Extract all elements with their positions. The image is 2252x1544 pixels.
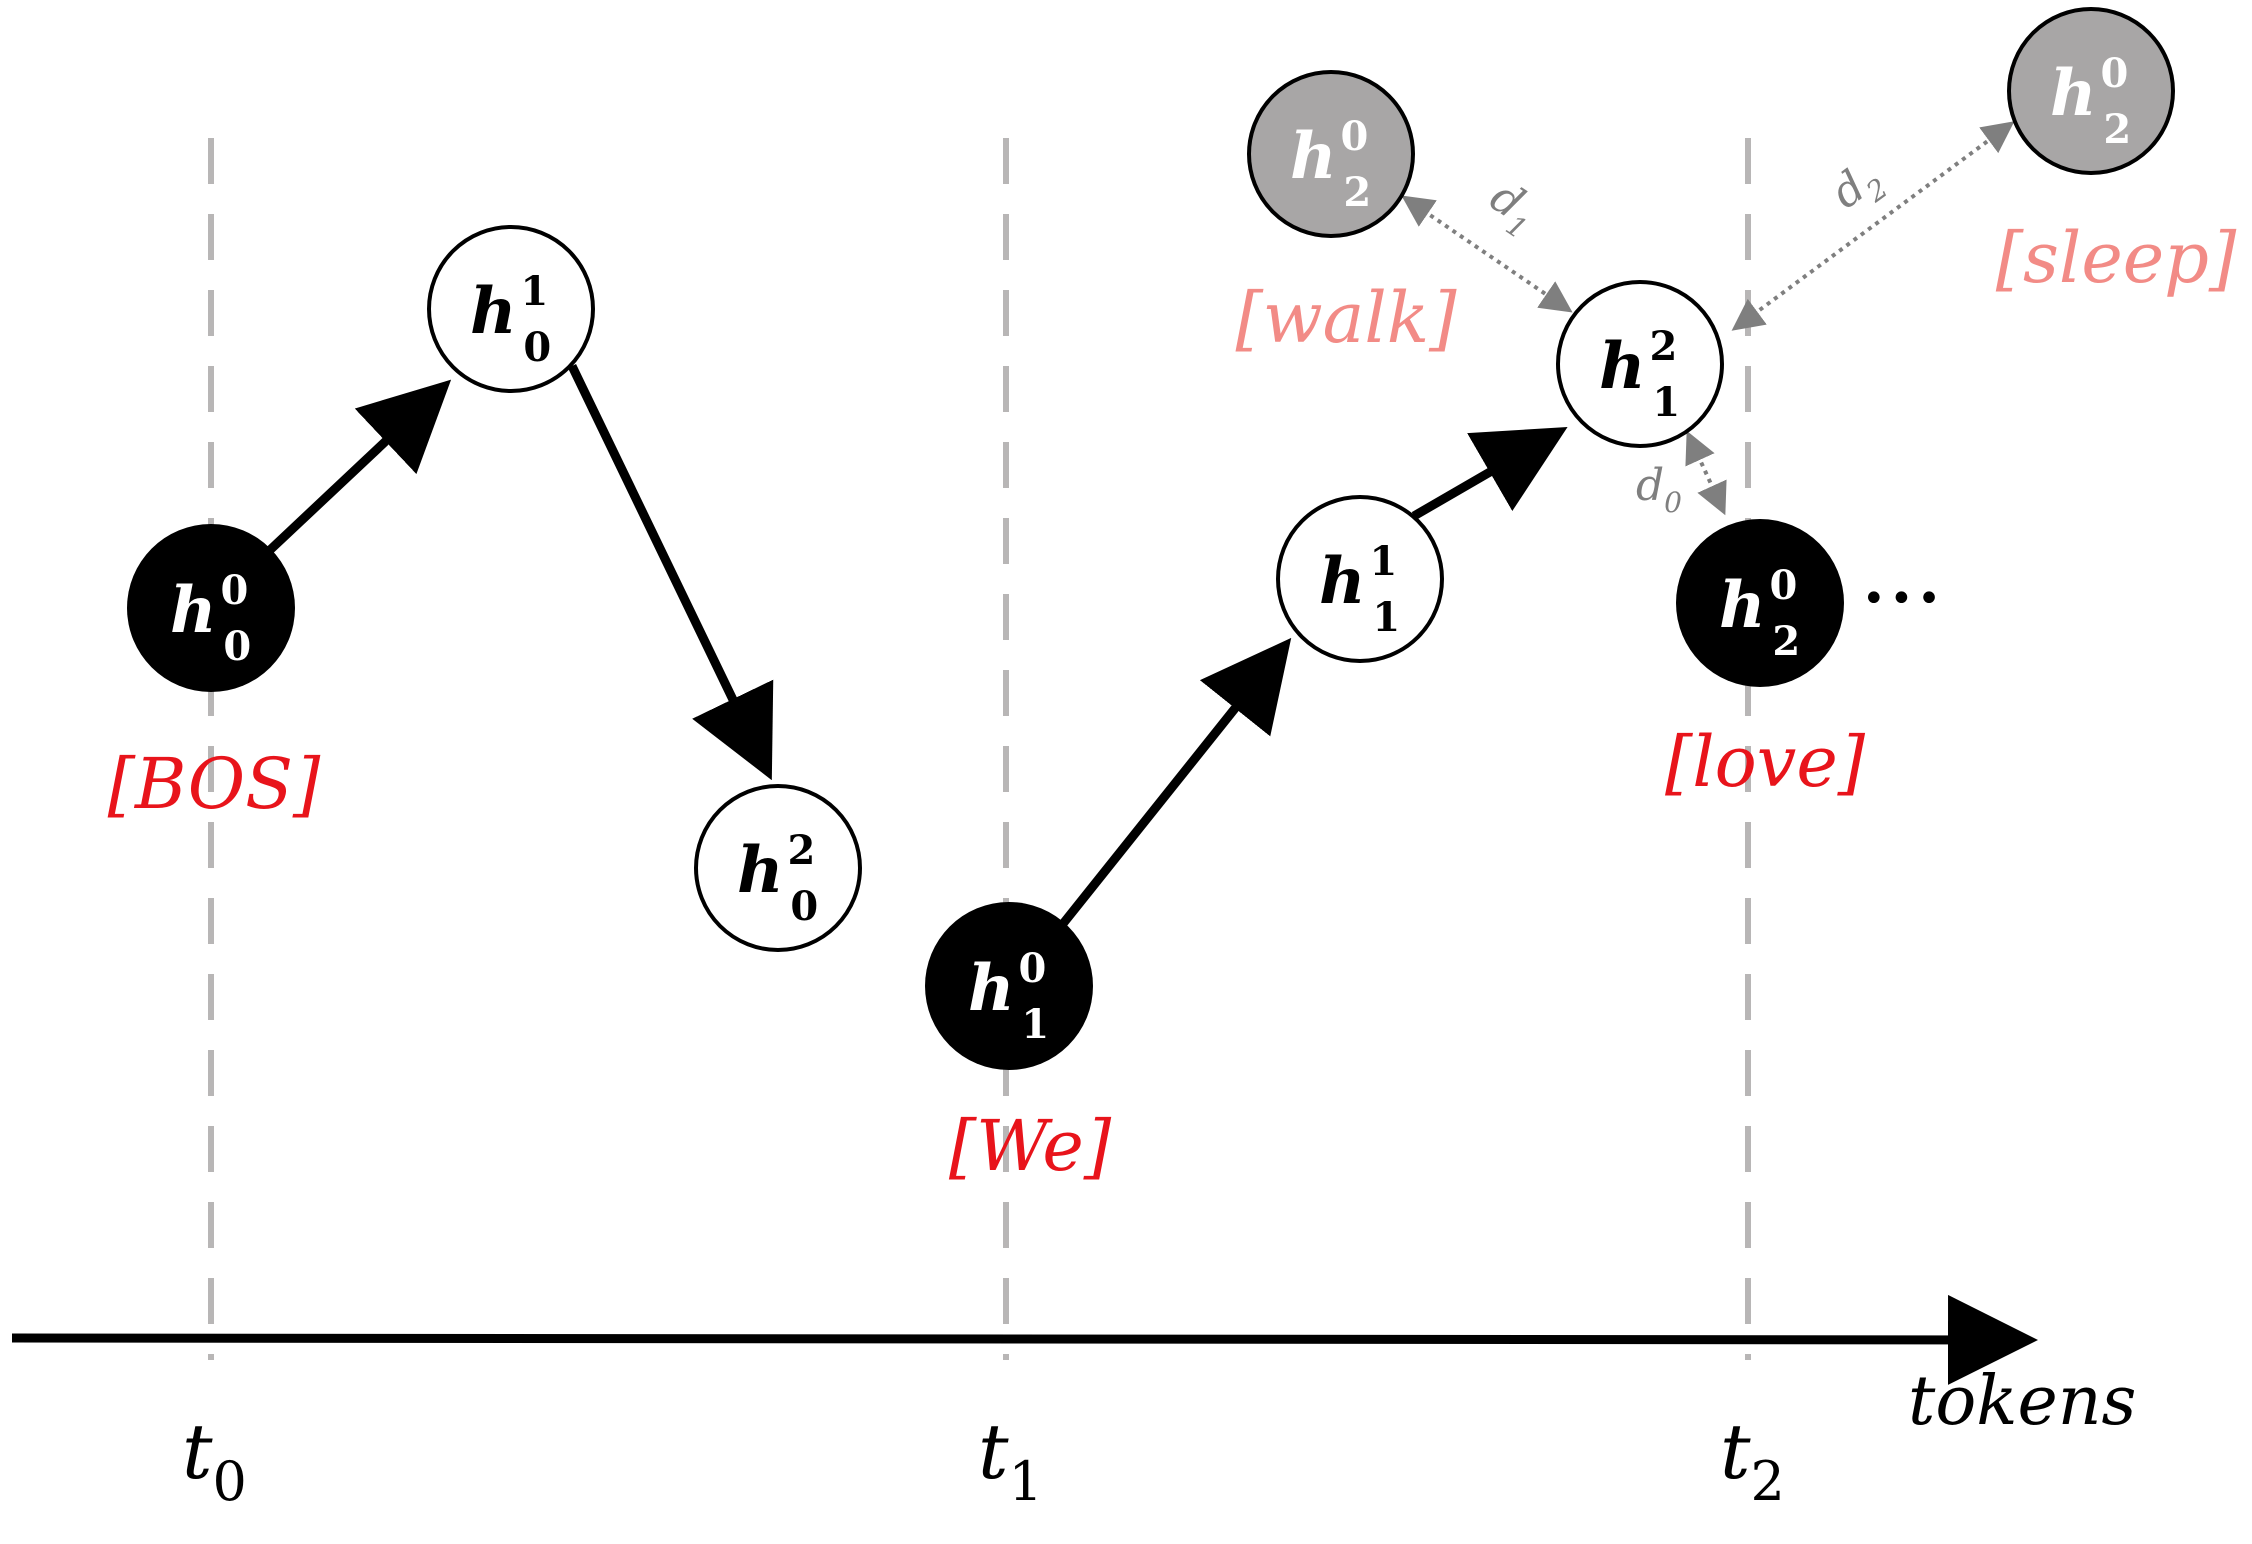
token-walk: [walk] — [1235, 277, 1457, 359]
node-h12-circle — [1556, 280, 1724, 448]
distance-d1-label: d1 — [1477, 171, 1548, 246]
arrow-h00-to-h01 — [266, 379, 452, 554]
tokens-axis — [11, 1294, 2038, 1385]
tick-t2: t2 — [1720, 1407, 1785, 1513]
node-h20-sleep-circle — [2007, 7, 2175, 175]
distance-d0-arrow — [1685, 430, 1727, 516]
node-h20-walk-circle — [1247, 70, 1415, 238]
tick-t0: t0 — [182, 1407, 247, 1513]
token-we: [We] — [949, 1105, 1112, 1187]
node-h02-circle — [694, 784, 862, 952]
node-h01-circle — [427, 225, 595, 393]
distance-d2-arrow — [1731, 121, 2015, 331]
arrow-h10-to-h11 — [1058, 637, 1292, 928]
node-h11-circle — [1276, 495, 1444, 663]
tick-t1: t1 — [978, 1407, 1043, 1513]
ellipsis: ••• — [1862, 576, 1945, 622]
token-sleep: [sleep] — [1996, 217, 2237, 299]
arrow-h01-to-h02 — [567, 364, 774, 781]
distance-d0-label: d0 — [1636, 460, 1682, 519]
axis-label-tokens: tokens — [1908, 1362, 2136, 1441]
distance-d2-label: d2 — [1822, 150, 1894, 225]
node-h00-circle — [127, 524, 295, 692]
node-h20-circle — [1676, 519, 1844, 687]
token-love: [love] — [1665, 721, 1866, 803]
arrow-h11-to-h12 — [1411, 426, 1568, 520]
token-bos: [BOS] — [108, 743, 321, 825]
node-h10-circle — [925, 902, 1093, 1070]
